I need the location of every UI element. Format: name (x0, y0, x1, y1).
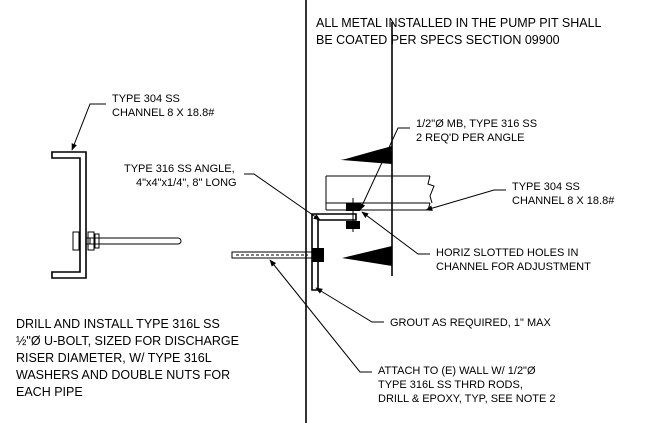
angle-note-line1: TYPE 316 SS ANGLE, (124, 163, 235, 175)
grout-note: GROUT AS REQUIRED, 1" MAX (390, 317, 551, 329)
threaded-rod (231, 248, 324, 262)
general-note-line2: BE COATED PER SPECS SECTION 09900 (316, 33, 560, 47)
attach-note-line2: TYPE 316L SS THRD RODS, (378, 379, 523, 391)
right-channel (325, 22, 435, 276)
channel-left-line2: CHANNEL 8 X 18.8# (112, 107, 215, 119)
bolt-note-line1: 1/2"Ø MB, TYPE 316 SS (416, 118, 537, 130)
ubolt-note-line5: EACH PIPE (16, 385, 83, 399)
slotted-note-line1: HORIZ SLOTTED HOLES IN (436, 247, 578, 259)
ubolt-note-line2: ½"Ø U-BOLT, SIZED FOR DISCHARGE (16, 334, 239, 348)
angle-note-line2: 4"x4"x1/4", 8" LONG (136, 177, 237, 189)
channel-right-line2: CHANNEL 8 X 18.8# (512, 195, 615, 207)
u-bolt (72, 231, 182, 251)
left-channel-section (51, 151, 87, 279)
ubolt-note-line1: DRILL AND INSTALL TYPE 316L SS (16, 317, 220, 331)
attach-note-line3: DRILL & EPOXY, TYP, SEE NOTE 2 (378, 393, 556, 405)
leader-channel-left (71, 103, 106, 151)
bottom-wedge (342, 246, 392, 266)
leader-grout (315, 287, 384, 323)
leader-attach (269, 259, 372, 373)
top-wedge-fill (342, 146, 392, 164)
leader-bolt (359, 127, 410, 211)
leader-angle (244, 173, 321, 221)
leader-slotted (361, 211, 430, 255)
channel-right-line1: TYPE 304 SS (512, 181, 580, 193)
machine-bolt (346, 198, 360, 232)
bolt-note-line2: 2 REQ'D PER ANGLE (416, 132, 524, 144)
general-note-line1: ALL METAL INSTALLED IN THE PUMP PIT SHAL… (316, 16, 602, 30)
attach-note-line1: ATTACH TO (E) WALL W/ 1/2"Ø (378, 365, 536, 377)
slotted-note-line2: CHANNEL FOR ADJUSTMENT (436, 261, 591, 273)
ubolt-note-line4: WASHERS AND DOUBLE NUTS FOR (16, 368, 230, 382)
leader-channel-right (425, 189, 506, 211)
channel-left-line1: TYPE 304 SS (112, 93, 180, 105)
ubolt-note-line3: RISER DIAMETER, W/ TYPE 316L (16, 351, 212, 365)
